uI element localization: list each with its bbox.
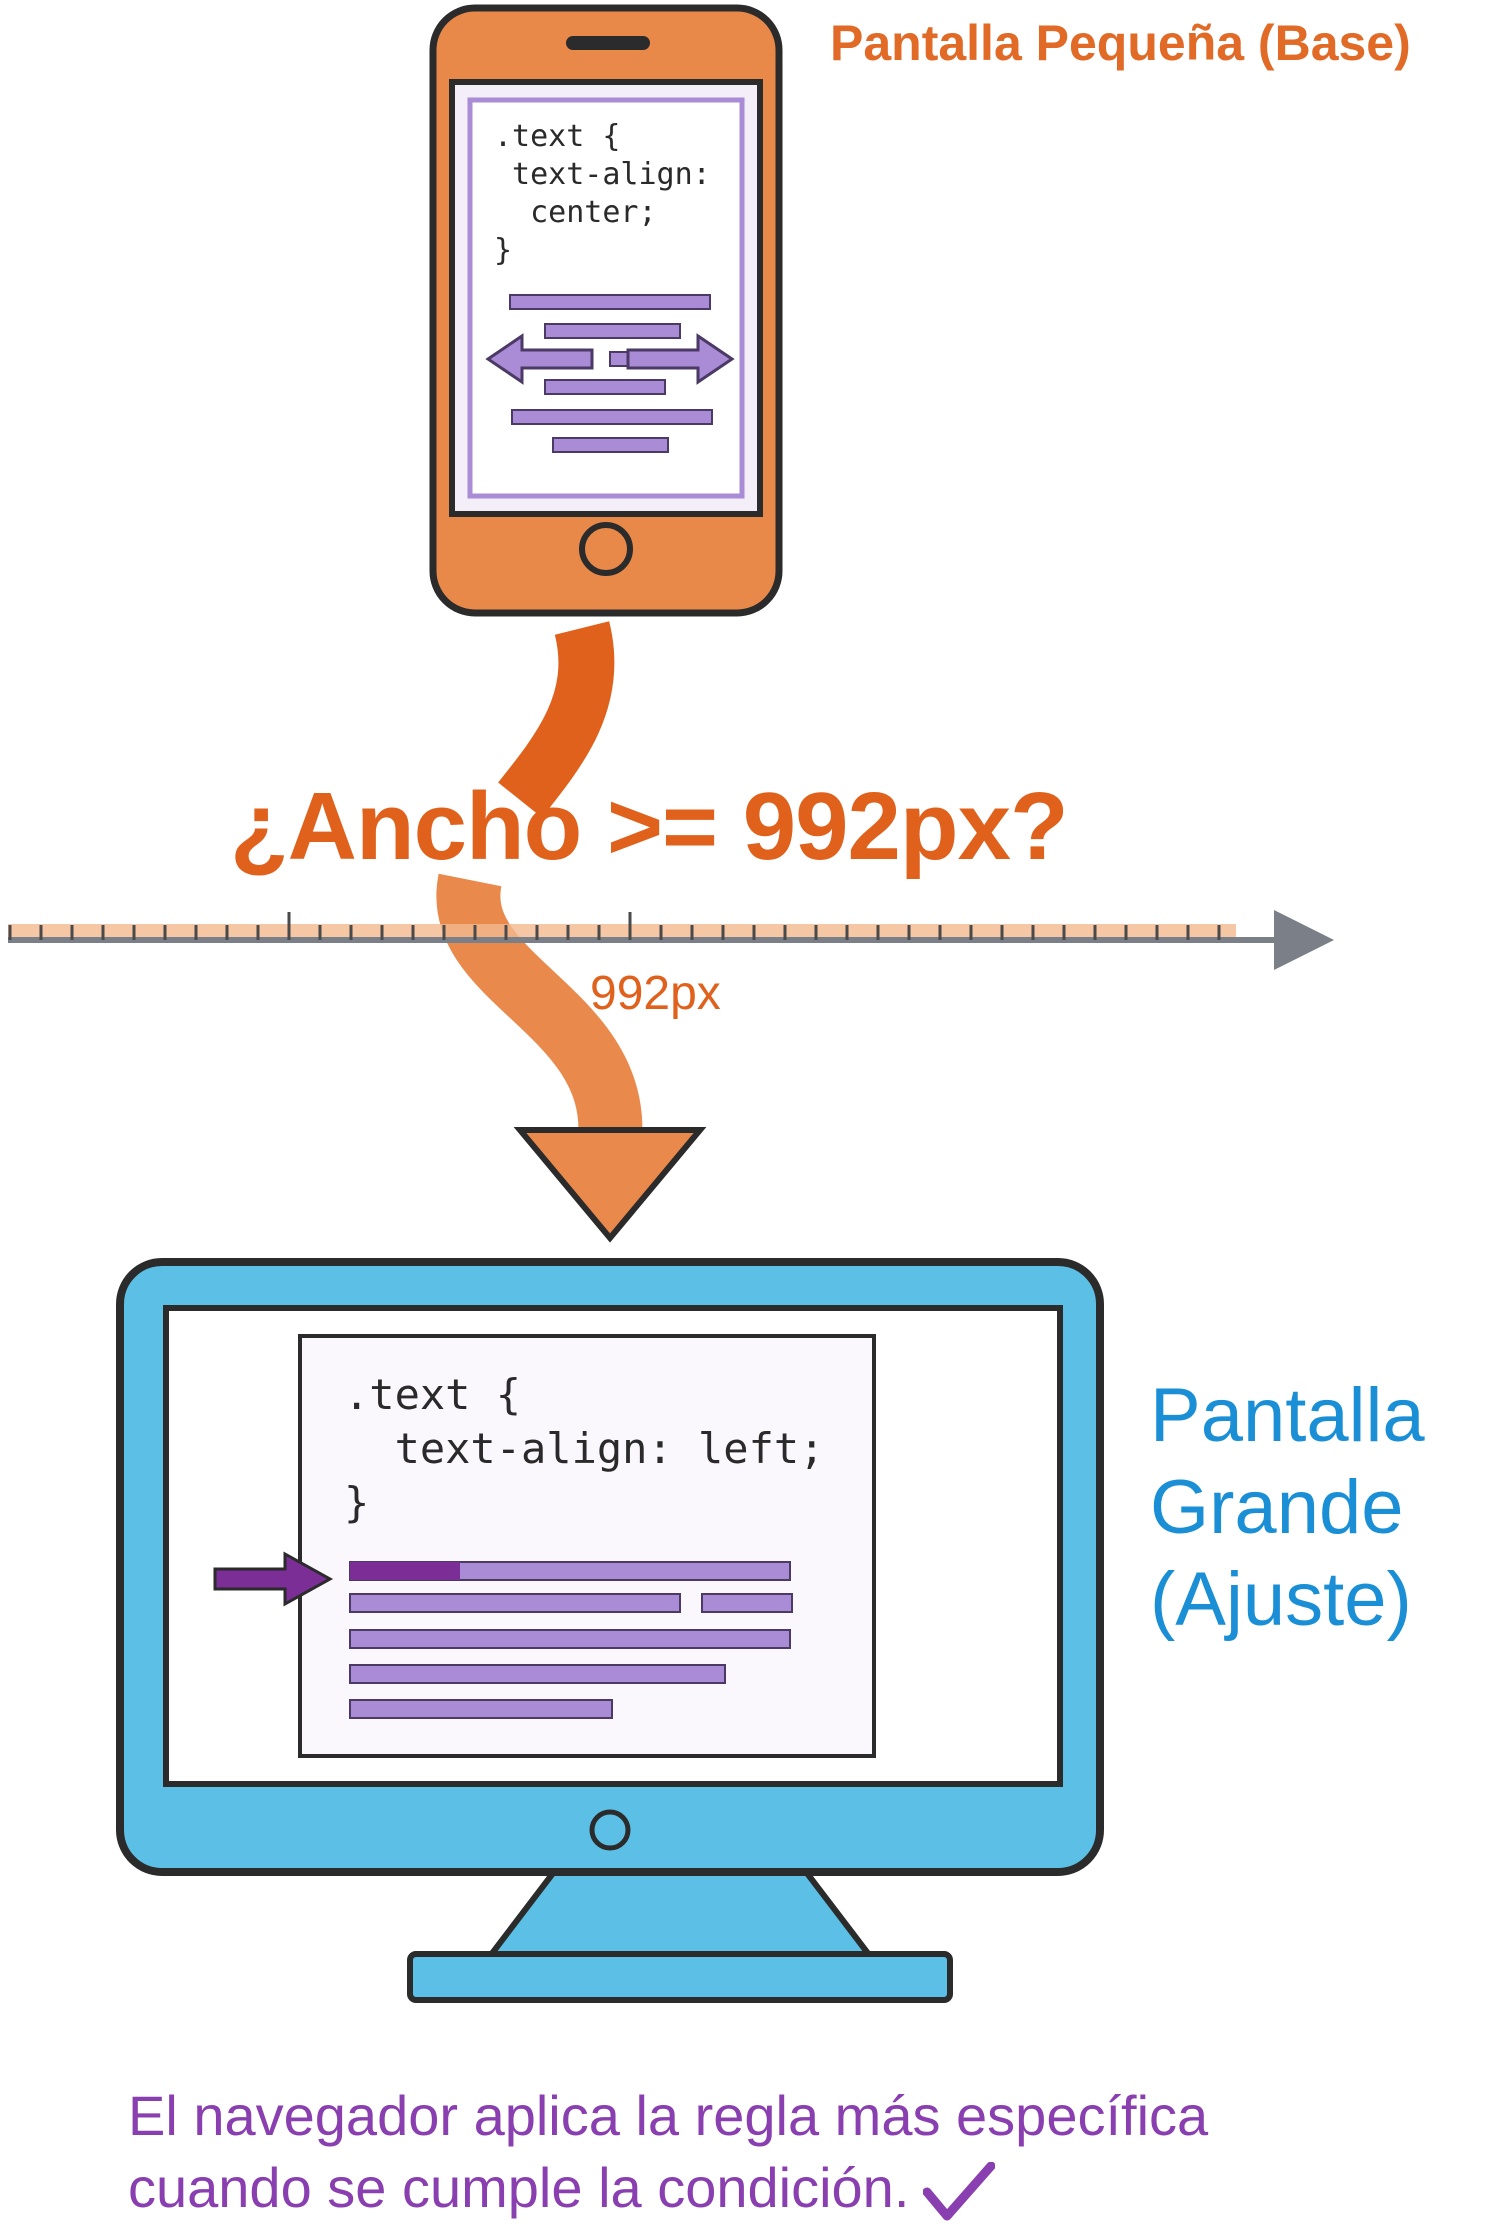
monitor-power-button	[589, 1809, 631, 1851]
flow-arrow-bottom	[436, 873, 643, 1143]
monitor-text-line	[349, 1699, 613, 1719]
phone-text-line	[544, 323, 681, 339]
monitor-text-line	[349, 1664, 726, 1684]
phone-text-line	[511, 409, 713, 425]
phone-speaker	[566, 36, 650, 50]
monitor-text-line	[349, 1593, 681, 1613]
monitor-label: Pantalla Grande (Ajuste)	[1150, 1370, 1425, 1646]
monitor-label-line: (Ajuste)	[1150, 1557, 1412, 1642]
checkmark-icon	[923, 2162, 996, 2221]
monitor-base	[407, 1951, 953, 2003]
monitor-stand	[483, 1861, 877, 1959]
phone-illustration	[429, 4, 783, 617]
breakpoint-label: 992px	[590, 967, 721, 1020]
caption-line: El navegador aplica la regla más específ…	[128, 2084, 1209, 2147]
code-line: }	[494, 233, 513, 268]
caption-line-with-check: cuando se cumple la condición.	[128, 2152, 1428, 2224]
center-align-arrow-icon	[485, 333, 735, 385]
monitor-text-line	[701, 1593, 793, 1613]
width-ruler	[8, 910, 1334, 970]
flow-arrow-top	[498, 621, 615, 818]
phone-text-line	[552, 437, 669, 453]
phone-text-line	[509, 294, 711, 310]
code-line: center;	[494, 195, 657, 230]
code-line: }	[344, 1478, 370, 1527]
phone-home-button	[579, 522, 633, 576]
phone-code-block: .text { text-align: center;}	[494, 118, 711, 270]
code-line: text-align:	[494, 157, 711, 192]
left-align-arrow-icon	[213, 1551, 334, 1607]
monitor-code-panel	[298, 1334, 876, 1758]
monitor-text-line-highlight	[350, 1562, 460, 1580]
caption: El navegador aplica la regla más específ…	[128, 2080, 1428, 2224]
monitor-code-block: .text { text-align: left;}	[344, 1368, 824, 1530]
phone-label: Pantalla Pequeña (Base)	[830, 15, 1411, 71]
flow-arrowhead	[513, 1127, 707, 1243]
code-line: .text {	[494, 119, 621, 154]
monitor-label-line: Grande	[1150, 1465, 1404, 1550]
phone-text-line	[544, 379, 666, 395]
caption-line: cuando se cumple la condición.	[128, 2156, 910, 2219]
monitor-illustration	[116, 1258, 1104, 2003]
condition-question: ¿Ancho >= 992px?	[230, 773, 1069, 880]
monitor-text-line	[349, 1629, 791, 1649]
code-line: text-align: left;	[344, 1424, 825, 1473]
code-line: .text {	[344, 1370, 522, 1419]
monitor-label-line: Pantalla	[1150, 1373, 1425, 1458]
